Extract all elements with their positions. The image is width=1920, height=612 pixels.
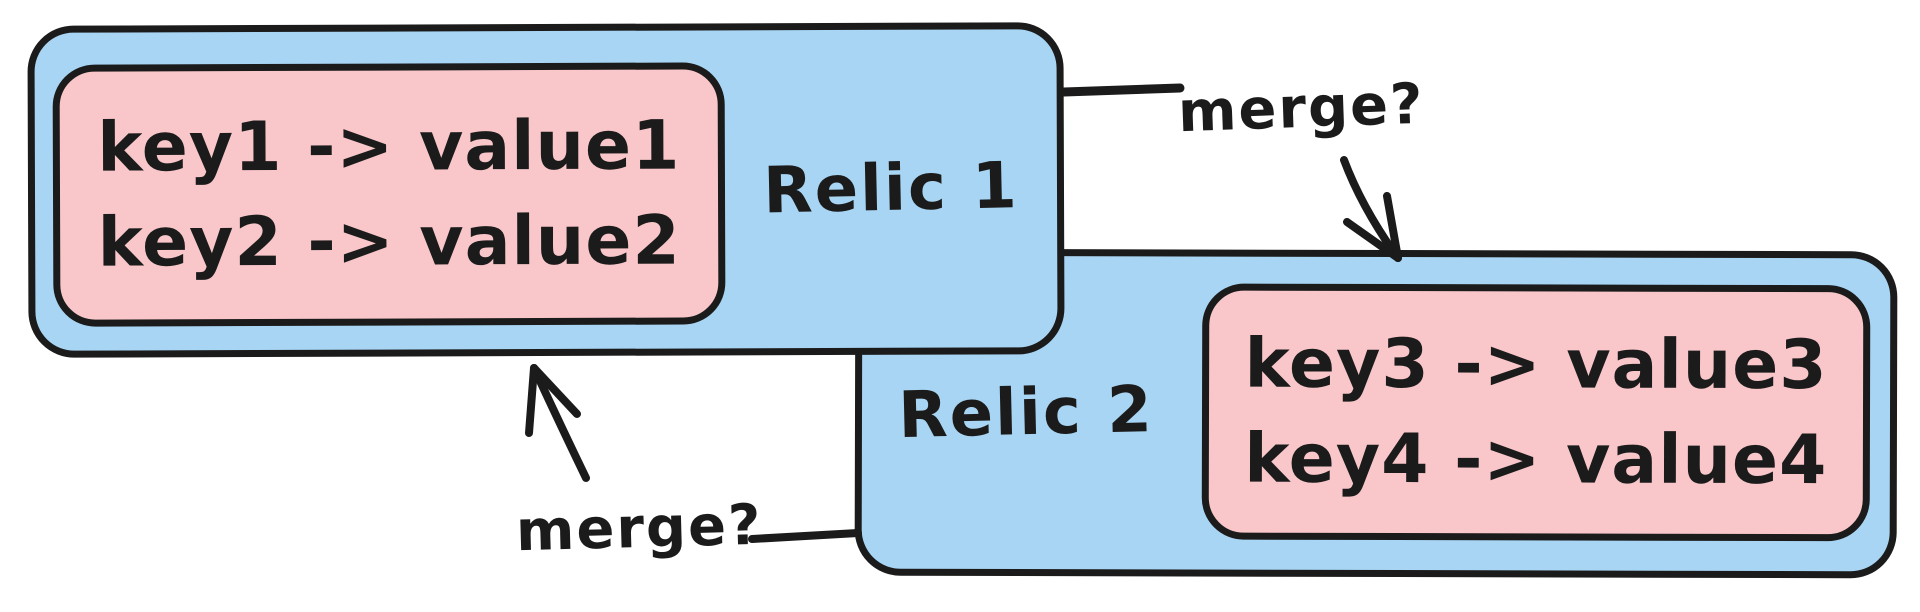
merge-top-label: merge? (1176, 71, 1426, 146)
merge-bottom-label: merge? (515, 492, 764, 565)
relic-1-kv-store: key1 -> value1 key2 -> value2 (52, 62, 726, 327)
kv-entry: key2 -> value2 (97, 201, 681, 283)
kv-entry: key1 -> value1 (97, 106, 681, 188)
kv-entry: key3 -> value3 (1244, 324, 1828, 406)
connector-line-bottom (748, 529, 862, 543)
relic-1-box: key1 -> value1 key2 -> value2 Relic 1 (27, 22, 1065, 358)
merge-arrow-down-icon (1340, 156, 1402, 262)
kv-entry: key4 -> value4 (1244, 419, 1828, 501)
relic-1-label: Relic 1 (762, 149, 1020, 229)
relic-2-kv-store: key3 -> value3 key4 -> value4 (1201, 283, 1871, 542)
connector-line-top (1059, 83, 1185, 97)
merge-arrow-up-icon (525, 364, 590, 482)
